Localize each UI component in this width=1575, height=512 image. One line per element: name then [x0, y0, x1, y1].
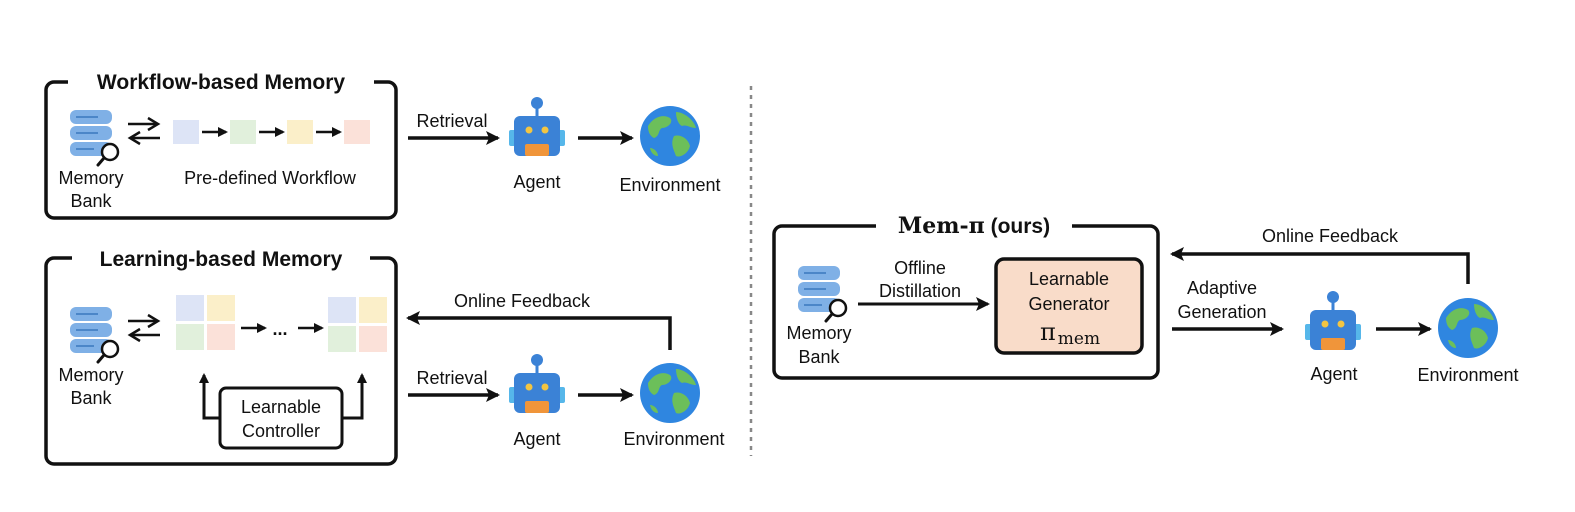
memory-bank-label-line2: Bank	[798, 347, 840, 367]
memory-grid-cell	[207, 324, 235, 350]
learning-panel-title: Learning-based Memory	[100, 248, 343, 271]
memory-bank-icon	[68, 108, 120, 167]
adaptive-label-line1: Adaptive	[1187, 278, 1257, 298]
mem-pi-title-suffix: (ours)	[985, 215, 1050, 238]
workflow-step-block	[287, 120, 313, 144]
mem-pi-title-backdrop	[876, 208, 1072, 240]
memory-bank-label-line2: Bank	[70, 388, 112, 408]
environment-earth-icon	[640, 363, 700, 423]
retrieval-label: Retrieval	[416, 368, 487, 388]
swap-arrows-icon	[126, 313, 162, 343]
retrieval-label: Retrieval	[416, 111, 487, 131]
controller-label-line2: Controller	[242, 421, 320, 441]
swap-arrows-icon	[126, 116, 162, 146]
memory-grid-cell	[328, 326, 356, 352]
workflow-step-block	[230, 120, 256, 144]
generator-label-line1: Learnable	[1029, 269, 1109, 289]
pi-symbol: π	[1040, 318, 1056, 346]
ellipsis-label: ...	[272, 319, 287, 339]
memory-bank-label-line1: Memory	[58, 365, 123, 385]
agent-robot-icon	[507, 352, 567, 415]
controller-right-arrow	[342, 373, 367, 420]
learning-panel: Learning-based Memory Memory Bank ... Le…	[44, 242, 398, 466]
memory-grid-cell	[176, 295, 204, 321]
learnable-generator-box	[994, 257, 1144, 355]
memory-grid-cell	[359, 326, 387, 352]
agent-label: Agent	[1310, 364, 1357, 384]
adaptive-label-line2: Generation	[1177, 302, 1266, 322]
memory-bank-label-line2: Bank	[70, 191, 112, 211]
controller-label-line1: Learnable	[241, 397, 321, 417]
memory-bank-label-line1: Memory	[786, 323, 851, 343]
online-feedback-arrow	[1170, 247, 1470, 284]
distillation-label-line1: Offline	[894, 258, 946, 278]
mem-pi-title: Mem-π (ours)	[898, 213, 1050, 239]
memory-grid-cell	[359, 297, 387, 323]
agent-robot-icon	[1303, 289, 1363, 352]
mem-pi-panel: Mem-π (ours) Memory Bank Offline Distill…	[772, 208, 1160, 380]
agent-robot-icon	[507, 95, 567, 158]
environment-label: Environment	[619, 175, 720, 195]
controller-left-arrow	[199, 373, 220, 420]
predefined-workflow-label: Pre-defined Workflow	[184, 168, 357, 188]
agent-label: Agent	[513, 172, 560, 192]
workflow-step-block	[173, 120, 199, 144]
online-feedback-label: Online Feedback	[454, 291, 591, 311]
memory-bank-icon	[68, 305, 120, 364]
memory-grid-cell	[328, 297, 356, 323]
pi-subscript: mem	[1058, 329, 1100, 349]
workflow-step-block	[344, 120, 370, 144]
workflow-title-backdrop	[68, 66, 374, 96]
environment-earth-icon	[1438, 298, 1498, 358]
generator-label-line2: Generator	[1028, 294, 1109, 314]
workflow-panel-title: Workflow-based Memory	[97, 71, 345, 94]
agent-label: Agent	[513, 429, 560, 449]
memory-grid-cell	[176, 324, 204, 350]
online-feedback-label: Online Feedback	[1262, 226, 1399, 246]
learning-title-backdrop	[72, 242, 370, 272]
environment-label: Environment	[623, 429, 724, 449]
environment-earth-icon	[640, 106, 700, 166]
online-feedback-arrow	[406, 311, 672, 350]
workflow-panel: Workflow-based Memory Memory Bank Pre-de…	[44, 66, 398, 220]
memory-bank-icon	[796, 264, 848, 323]
distillation-label-line2: Distillation	[879, 281, 961, 301]
memory-bank-label-line1: Memory	[58, 168, 123, 188]
mem-pi-title-main: Mem-π	[898, 213, 985, 239]
memory-grid-cell	[207, 295, 235, 321]
environment-label: Environment	[1417, 365, 1518, 385]
